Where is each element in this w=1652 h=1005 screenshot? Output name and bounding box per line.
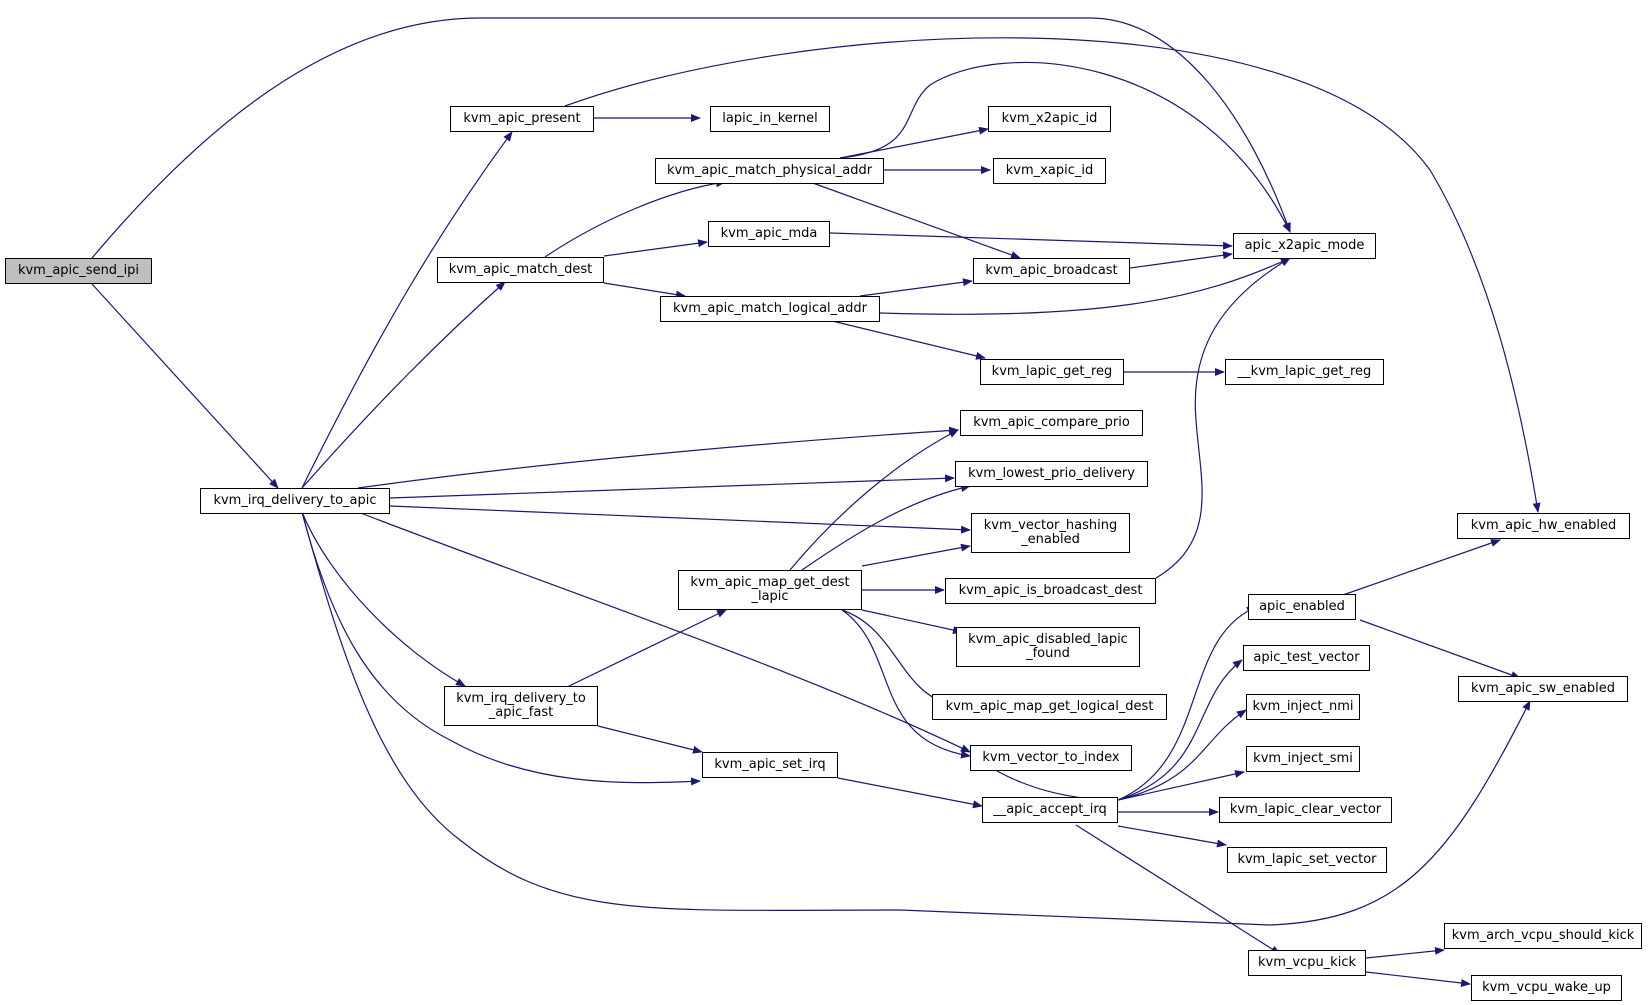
edge-logical-to-broadcast — [859, 278, 973, 297]
node-kvm-apic-send-ipi: kvm_apic_send_ipi — [5, 258, 152, 284]
node-kvm-apic-hw-enabled[interactable]: kvm_apic_hw_enabled — [1457, 513, 1630, 539]
edge-match-dest-to-logical — [603, 282, 686, 299]
edge-lapic-to-vector-to-index — [841, 609, 971, 759]
edge-irq-to-vector-to-index — [357, 511, 971, 753]
edge-phys-to-x2apic-id — [839, 126, 989, 159]
edge-accept-to-test-vector — [1117, 659, 1243, 801]
edge-kick-to-should-kick — [1365, 946, 1445, 959]
edge-kick-to-wake-up — [1365, 971, 1471, 987]
edge-irq-to-present — [301, 131, 513, 489]
node-kvm-vector-to-index[interactable]: kvm_vector_to_index — [970, 745, 1132, 771]
edge-broadcast-to-x2apic-mode — [1129, 251, 1233, 269]
node-kvm-apic-mda[interactable]: kvm_apic_mda — [708, 221, 830, 247]
node-apic-accept-irq[interactable]: __apic_accept_irq — [982, 797, 1118, 823]
node-kvm-vector-hashing-enabled[interactable]: kvm_vector_hashing _enabled — [971, 513, 1130, 553]
edge-logical-to-get-reg — [827, 319, 986, 360]
node-kvm-apic-set-irq[interactable]: kvm_apic_set_irq — [702, 752, 838, 778]
edge-irq-to-compare-prio — [357, 426, 959, 489]
node-kvm-lapic-clear-vector[interactable]: kvm_lapic_clear_vector — [1219, 797, 1392, 823]
node-kvm-vcpu-wake-up[interactable]: kvm_vcpu_wake_up — [1471, 975, 1622, 1001]
edge-irq-to-hashing — [389, 505, 971, 534]
edge-accept-to-inject-smi — [1117, 770, 1245, 801]
node-kvm-apic-map-get-dest-lapic[interactable]: kvm_apic_map_get_dest _lapic — [678, 570, 862, 610]
node-kvm-apic-match-dest[interactable]: kvm_apic_match_dest — [437, 257, 604, 283]
node-kvm-lowest-prio-delivery[interactable]: kvm_lowest_prio_delivery — [955, 461, 1148, 487]
edge-send-ipi-to-irq-delivery — [91, 283, 279, 489]
edge-accept-to-apic-enabled — [1117, 606, 1257, 801]
node-kvm-inject-smi[interactable]: kvm_inject_smi — [1246, 746, 1360, 772]
node-kvm-apic-broadcast[interactable]: kvm_apic_broadcast — [973, 258, 1130, 284]
edge-apic-enabled-to-hw — [1339, 539, 1501, 597]
node-kvm-lapic-get-reg[interactable]: kvm_lapic_get_reg — [980, 359, 1124, 385]
edge-send-ipi-to-x2apic-mode — [91, 17, 1291, 259]
edge-mda-to-x2apic-mode — [829, 232, 1233, 250]
node-kvm-apic-match-logical-addr[interactable]: kvm_apic_match_logical_addr — [660, 296, 880, 322]
node-kvm-irq-delivery-to-apic-fast[interactable]: kvm_irq_delivery_to _apic_fast — [444, 686, 598, 726]
node-kvm-apic-map-get-logical-dest[interactable]: kvm_apic_map_get_logical_dest — [932, 694, 1167, 720]
edge-lapic-to-disabled-found — [861, 609, 963, 634]
node-kvm-vcpu-kick[interactable]: kvm_vcpu_kick — [1248, 950, 1366, 976]
edge-accept-to-set-vector — [1117, 825, 1227, 848]
node-kvm-xapic-id[interactable]: kvm_xapic_id — [993, 158, 1106, 184]
edge-lapic-to-lowest-prio — [801, 484, 971, 571]
edge-lapic-to-compare-prio — [789, 429, 959, 571]
edge-phys-to-x2apic-mode — [839, 61, 1291, 233]
edge-irq-to-lowest-prio — [389, 474, 955, 499]
node-apic-test-vector[interactable]: apic_test_vector — [1243, 645, 1370, 671]
edge-match-dest-to-mda — [603, 239, 708, 257]
edge-phys-to-broadcast — [809, 181, 1021, 259]
node-kvm-apic-is-broadcast-dest[interactable]: kvm_apic_is_broadcast_dest — [945, 578, 1156, 604]
edge-irq-to-fast — [301, 511, 466, 687]
edge-accept-to-vcpu-kick — [1075, 824, 1281, 955]
edge-fast-to-lapic — [564, 609, 727, 689]
edge-irq-to-match-dest — [301, 281, 506, 489]
node-kvm-apic-sw-enabled[interactable]: kvm_apic_sw_enabled — [1458, 676, 1628, 702]
node-kvm-arch-vcpu-should-kick[interactable]: kvm_arch_vcpu_should_kick — [1444, 923, 1642, 949]
node-kvm-x2apic-id[interactable]: kvm_x2apic_id — [988, 106, 1111, 132]
edge-irq-to-set-irq — [301, 511, 701, 786]
edge-accept-to-inject-nmi — [1117, 709, 1247, 801]
node-lapic-in-kernel[interactable]: lapic_in_kernel — [710, 106, 830, 132]
node-kvm-lapic-set-vector[interactable]: kvm_lapic_set_vector — [1227, 847, 1387, 873]
edge-present-to-hw-enabled — [564, 37, 1541, 513]
node-kvm-apic-present[interactable]: kvm_apic_present — [450, 106, 594, 132]
edge-apic-enabled-to-sw — [1359, 619, 1521, 679]
node-kvm-apic-match-physical-addr[interactable]: kvm_apic_match_physical_addr — [655, 158, 884, 184]
edge-lapic-to-hashing — [861, 543, 971, 567]
edge-irq-to-sw-enabled — [301, 511, 1531, 926]
edge-set-irq-to-accept — [837, 777, 983, 809]
node-inner-kvm-lapic-get-reg[interactable]: __kvm_lapic_get_reg — [1225, 359, 1384, 385]
node-apic-enabled[interactable]: apic_enabled — [1248, 594, 1356, 620]
edge-match-dest-to-phys — [544, 179, 726, 258]
node-kvm-apic-compare-prio[interactable]: kvm_apic_compare_prio — [960, 410, 1143, 436]
edge-logical-to-x2apic-mode — [879, 257, 1291, 315]
node-apic-x2apic-mode[interactable]: apic_x2apic_mode — [1233, 233, 1376, 259]
edge-fast-to-set-irq — [597, 725, 703, 754]
edge-broadcast-dest-to-x2apic-mode — [1155, 257, 1291, 579]
node-kvm-inject-nmi[interactable]: kvm_inject_nmi — [1246, 694, 1360, 720]
node-kvm-irq-delivery-to-apic[interactable]: kvm_irq_delivery_to_apic — [200, 488, 390, 514]
node-kvm-apic-disabled-lapic-found[interactable]: kvm_apic_disabled_lapic _found — [956, 627, 1140, 667]
